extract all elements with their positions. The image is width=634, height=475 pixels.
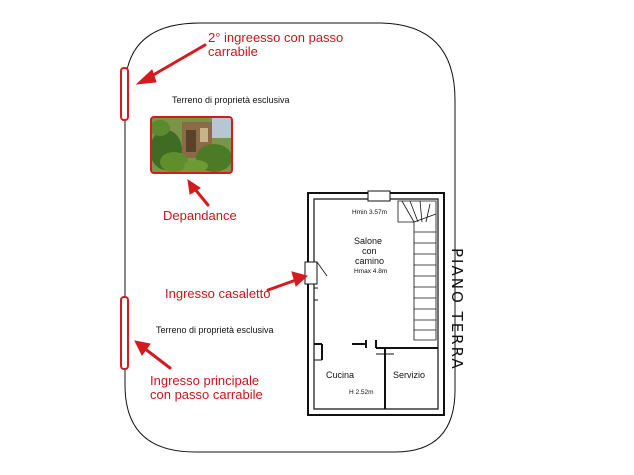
casaletto-entrance-label: Ingresso casaletto (165, 286, 271, 301)
main-entrance-label-line1: Ingresso principale (150, 373, 260, 388)
floor-name-label: PIANO TERRA (448, 248, 466, 371)
main-entrance-label-line2: con passo carrabile (150, 387, 263, 402)
floor-plan (304, 190, 445, 416)
salone-label-line1: Salone (354, 236, 383, 246)
dependance-photo (150, 116, 233, 174)
main-entrance-marker (120, 296, 129, 370)
red-arrow-icon (135, 43, 207, 85)
red-arrow-icon (187, 178, 210, 207)
salone-label-line3: camino (355, 256, 385, 266)
second-entrance-label-line2: carrabile (208, 44, 258, 59)
land-label-top: Terreno di proprietà esclusiva (172, 95, 290, 105)
second-entrance-marker (120, 67, 129, 121)
staircase (397, 200, 437, 341)
second-entrance-label-line1: 2° ingreesso con passo (208, 30, 344, 45)
red-arrow-icon (266, 271, 309, 292)
land-label-bottom: Terreno di proprietà esclusiva (156, 325, 274, 335)
height-cucina-label: H 2.52m (349, 389, 374, 396)
dependance-label: Depandance (163, 208, 237, 223)
cucina-label: Cucina (326, 370, 355, 380)
property-boundary (124, 22, 456, 453)
red-arrow-icon (134, 340, 172, 370)
salone-label-line2: con (362, 246, 377, 256)
servizio-label: Servizio (393, 370, 426, 380)
height-salone-label: Hmax 4.8m (354, 268, 388, 275)
height-top-label: Hmin 3.57m (352, 209, 388, 216)
